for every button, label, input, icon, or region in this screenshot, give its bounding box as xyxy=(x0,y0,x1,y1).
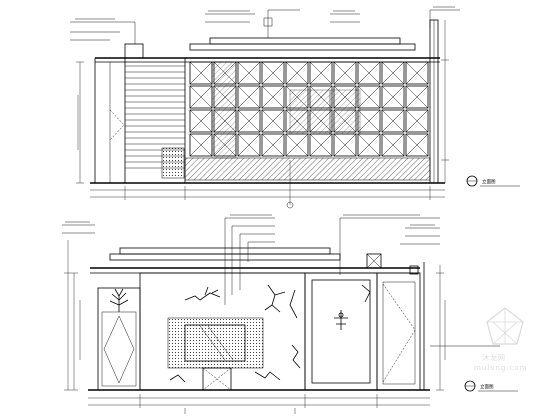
glass-pane xyxy=(357,61,381,85)
bottom-elevation: 立面图 xyxy=(62,214,518,414)
bottom-dimensions xyxy=(64,240,446,414)
glass-pane xyxy=(237,85,261,109)
watermark-logo xyxy=(486,307,524,345)
bottom-view-label: 立面图 xyxy=(430,345,518,392)
watermark-site: mulong.com xyxy=(474,364,528,372)
glass-pane xyxy=(237,109,261,133)
pane-diagonal xyxy=(333,61,357,85)
pane-diagonal xyxy=(381,133,405,157)
glass-pane xyxy=(261,85,285,109)
pane-diagonal xyxy=(189,85,213,109)
pane-diagonal xyxy=(357,61,381,85)
pane-diagonal xyxy=(405,109,429,133)
glass-pane xyxy=(381,61,405,85)
pane-diagonal xyxy=(237,109,261,133)
pane-diagonal xyxy=(405,85,429,109)
watermark-brand: 沐龙网 xyxy=(482,353,506,362)
bottom-ceiling xyxy=(90,247,420,275)
pane-diagonal xyxy=(357,109,381,133)
pane-diagonal xyxy=(381,61,405,85)
pane-diagonal xyxy=(189,61,213,85)
right-door xyxy=(376,262,425,391)
pane-diagonal xyxy=(357,85,381,109)
glass-pane xyxy=(381,85,405,109)
pane-diagonal xyxy=(309,61,333,85)
shelf-hatch xyxy=(329,89,361,135)
pane-diagonal xyxy=(405,61,429,85)
left-display-cabinet xyxy=(97,287,141,391)
pane-diagonal xyxy=(237,61,261,85)
glass-pane xyxy=(357,133,381,157)
top-view-title: 立面图 xyxy=(482,178,496,185)
pane-diagonal xyxy=(237,85,261,109)
pane-diagonal xyxy=(381,109,405,133)
bottom-view-title: 立面图 xyxy=(480,383,494,390)
pane-diagonal xyxy=(309,133,333,157)
glass-pane xyxy=(405,133,429,157)
top-elevation: 立面图 xyxy=(70,6,520,209)
pane-diagonal xyxy=(189,133,213,157)
glass-pane xyxy=(237,133,261,157)
tv-frame xyxy=(167,317,264,369)
top-base-hatch xyxy=(184,157,431,181)
glass-pane xyxy=(381,133,405,157)
tufted-panel xyxy=(304,272,378,391)
pane-diagonal xyxy=(405,133,429,157)
glass-pane xyxy=(261,133,285,157)
glass-pane xyxy=(261,61,285,85)
glass-pane xyxy=(309,61,333,85)
pane-diagonal xyxy=(285,61,309,85)
glass-pane xyxy=(405,61,429,85)
stair-steps xyxy=(125,65,185,169)
top-stair-panel xyxy=(94,43,186,184)
pane-diagonal xyxy=(285,133,309,157)
glass-pane xyxy=(333,61,357,85)
pane-diagonal xyxy=(261,109,285,133)
pane-diagonal xyxy=(261,133,285,157)
top-glass-grid xyxy=(189,61,429,159)
pane-diagonal xyxy=(261,85,285,109)
watermark: 沐龙网 mulong.com xyxy=(474,307,528,372)
glass-pane xyxy=(405,109,429,133)
crackle-motifs xyxy=(169,284,301,383)
glass-pane xyxy=(285,61,309,85)
pane-diagonal xyxy=(261,61,285,85)
glass-pane xyxy=(237,61,261,85)
pane-diagonal xyxy=(237,133,261,157)
top-dimensions xyxy=(76,20,449,209)
planter-box xyxy=(161,147,185,179)
pane-diagonal xyxy=(357,133,381,157)
wall-sconce xyxy=(334,310,348,330)
shelf-hatch xyxy=(211,61,237,159)
top-right-column xyxy=(429,19,439,184)
glass-pane xyxy=(261,109,285,133)
pane-diagonal xyxy=(333,133,357,157)
plant-decoration xyxy=(109,288,129,312)
top-annotation-leaders xyxy=(70,6,460,44)
center-wall-panel xyxy=(139,272,306,391)
top-view-label: 立面图 xyxy=(466,175,520,187)
glass-pane xyxy=(405,85,429,109)
pane-diagonal xyxy=(189,109,213,133)
shelf-hatch xyxy=(289,89,331,135)
pane-diagonal xyxy=(381,85,405,109)
glass-pane xyxy=(381,109,405,133)
